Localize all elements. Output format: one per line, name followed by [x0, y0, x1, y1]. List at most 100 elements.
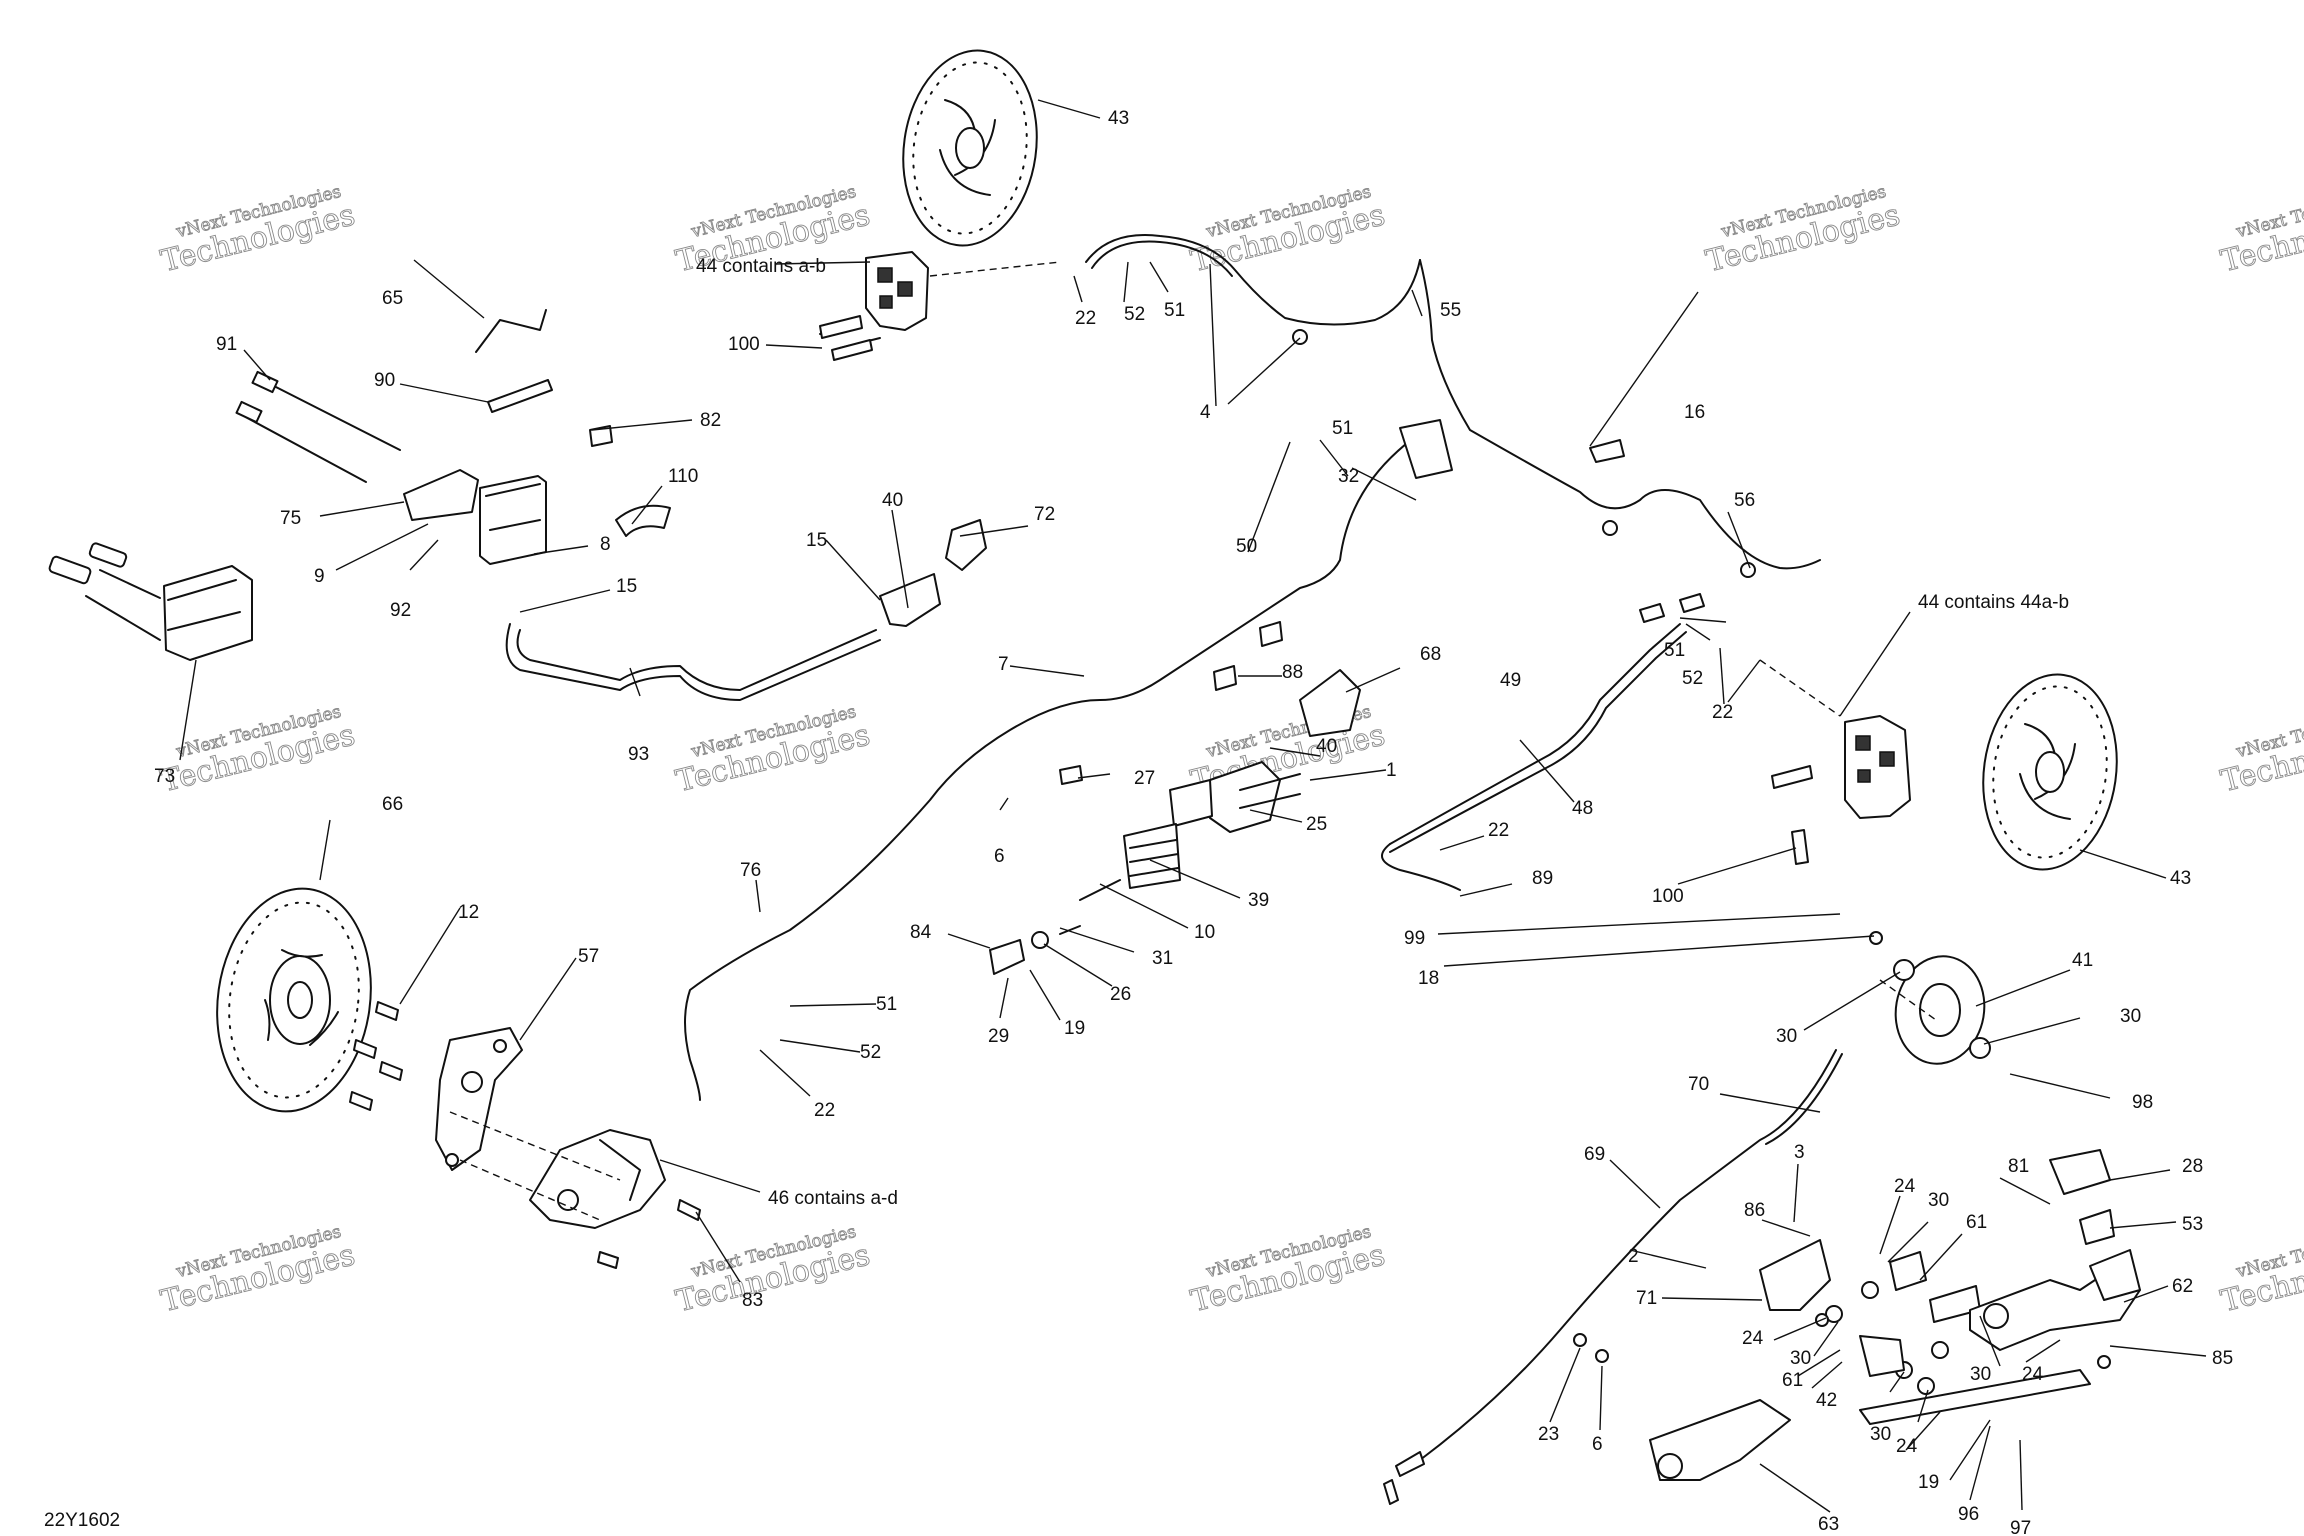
callout-63: 63: [1818, 1514, 1839, 1535]
callout-1: 1: [1386, 760, 1397, 781]
callout-2: 2: [1628, 1246, 1639, 1267]
callout-91: 91: [216, 334, 237, 355]
callout-61: 61: [1966, 1212, 1987, 1233]
brake-hose-rear-reservoir: [505, 519, 987, 701]
callout-49: 49: [1500, 670, 1521, 691]
callout-89: 89: [1532, 868, 1553, 889]
callout-48: 48: [1572, 798, 1593, 819]
callout-97: 97: [2010, 1518, 2031, 1536]
callout-43: 43: [1108, 108, 1129, 129]
callout-23: 23: [1538, 1424, 1559, 1445]
brake-fluid-reservoir: [475, 309, 671, 565]
callout-85: 85: [2212, 1348, 2233, 1369]
callout-51: 51: [1164, 300, 1185, 321]
callout-75: 75: [280, 508, 301, 529]
callout-88: 88: [1282, 662, 1303, 683]
callout-24: 24: [1894, 1176, 1916, 1197]
callout-51-d: 51: [876, 994, 897, 1015]
callout-22-d: 22: [814, 1100, 835, 1121]
callout-30-d: 30: [1790, 1348, 1811, 1369]
callout-6: 6: [994, 846, 1005, 867]
brake-caliper-front-left: [819, 251, 929, 361]
callout-83: 83: [742, 1290, 763, 1311]
brake-disc-front-right: [1982, 673, 2118, 871]
brake-disc-front-left: [902, 49, 1038, 247]
callout-30-e: 30: [1970, 1364, 1991, 1385]
callout-99: 99: [1404, 928, 1425, 949]
callout-57: 57: [578, 946, 599, 967]
callout-40-b: 40: [1316, 736, 1337, 757]
callout-92: 92: [390, 600, 411, 621]
callout-71: 71: [1636, 1288, 1657, 1309]
callout-70: 70: [1688, 1074, 1709, 1095]
callout-42: 42: [1816, 1390, 1837, 1411]
callout-84: 84: [910, 922, 932, 943]
callout-96: 96: [1958, 1504, 1979, 1525]
callout-27: 27: [1134, 768, 1155, 789]
callout-29: 29: [988, 1026, 1009, 1047]
callout-43-b: 43: [2170, 868, 2191, 889]
brake-caliper-rear: [529, 1129, 701, 1269]
assembly-dashes: [449, 261, 1937, 1221]
callout-86: 86: [1744, 1200, 1765, 1221]
dust-boot: [1123, 823, 1181, 889]
callout-15-b: 15: [806, 530, 827, 551]
callout-81: 81: [2008, 1156, 2029, 1177]
callout-16: 16: [1684, 402, 1705, 423]
callout-82: 82: [700, 410, 721, 431]
abs-module: [48, 542, 253, 661]
callout-41: 41: [2072, 950, 2093, 971]
callout-61-b: 61: [1782, 1370, 1803, 1391]
callout-19: 19: [1064, 1018, 1085, 1039]
callout-30-c: 30: [1928, 1190, 1949, 1211]
callout-24-c: 24: [2022, 1364, 2044, 1385]
callout-18: 18: [1418, 968, 1439, 989]
callout-30: 30: [1776, 1026, 1797, 1047]
brake-line-rear: [1381, 593, 1705, 891]
bolt-set-rear-disc: [349, 1001, 403, 1111]
callout-53: 53: [2182, 1214, 2203, 1235]
callout-6-b: 6: [1592, 1434, 1603, 1455]
callout-51-b: 51: [1332, 418, 1353, 439]
callout-3: 3: [1794, 1142, 1805, 1163]
callout-65: 65: [382, 288, 403, 309]
callout-69: 69: [1584, 1144, 1605, 1165]
push-rod: [989, 879, 1121, 975]
callout-44-front-right: 44 contains 44a-b: [1918, 592, 2069, 613]
diagram-code: 22Y1602: [44, 1510, 120, 1531]
leader-lines: [179, 99, 2207, 1513]
callout-12: 12: [458, 902, 479, 923]
callout-10: 10: [1194, 922, 1215, 943]
callout-25: 25: [1306, 814, 1327, 835]
callout-98: 98: [2132, 1092, 2153, 1113]
callout-66: 66: [382, 794, 403, 815]
callout-15: 15: [616, 576, 637, 597]
callout-19-b: 19: [1918, 1472, 1939, 1493]
callout-90: 90: [374, 370, 395, 391]
callout-93: 93: [628, 744, 649, 765]
caliper-bracket-rear: [435, 1027, 523, 1171]
callout-46: 46 contains a-d: [768, 1188, 898, 1209]
callout-52-b: 52: [1682, 668, 1703, 689]
callout-52: 52: [1124, 304, 1145, 325]
callout-76: 76: [740, 860, 761, 881]
callout-labels: 43 44 contains a-b 100 22 52 51 4 55 65 …: [44, 108, 2233, 1536]
callout-32: 32: [1338, 466, 1359, 487]
callout-72: 72: [1034, 504, 1055, 525]
callout-56: 56: [1734, 490, 1755, 511]
clips: [1059, 439, 1625, 785]
brake-line-front: [684, 234, 1821, 1101]
callout-22: 22: [1075, 308, 1096, 329]
callout-50: 50: [1236, 536, 1257, 557]
callout-100-b: 100: [1652, 886, 1684, 907]
